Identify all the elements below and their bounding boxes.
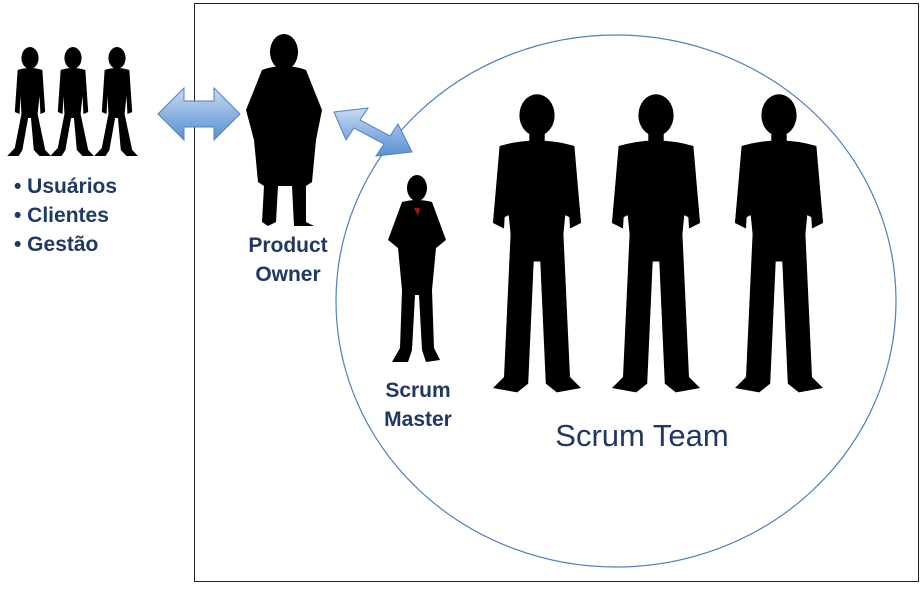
scrum-master-tie-icon xyxy=(414,208,420,216)
stakeholder-client-silhouette xyxy=(50,47,94,156)
stakeholder-manager-silhouette xyxy=(94,47,138,156)
product-owner-silhouette xyxy=(246,34,322,226)
scrum-master-silhouette xyxy=(388,175,446,362)
stakeholder-item-clients: • Clientes xyxy=(14,204,109,227)
stakeholders-po-arrow xyxy=(157,86,241,142)
stakeholder-user-silhouette xyxy=(7,47,51,156)
stakeholder-item-management: • Gestão xyxy=(14,233,99,256)
scrum-team-circle xyxy=(335,34,897,568)
scrum-master-label: Scrum Master xyxy=(368,376,468,434)
scrum-master-label-line2: Master xyxy=(384,408,452,431)
stakeholder-silhouettes xyxy=(7,47,138,156)
stakeholder-item-users: • Usuários xyxy=(14,175,118,198)
scrum-master-label-line1: Scrum xyxy=(385,379,451,402)
po-team-arrow xyxy=(333,107,413,157)
scrum-team-label: Scrum Team xyxy=(555,418,729,453)
product-owner-label: Product Owner xyxy=(232,231,344,289)
product-owner-label-line1: Product xyxy=(248,234,328,257)
stakeholder-list: • Usuários • Clientes • Gestão xyxy=(14,172,117,259)
product-owner-label-line2: Owner xyxy=(255,263,321,286)
